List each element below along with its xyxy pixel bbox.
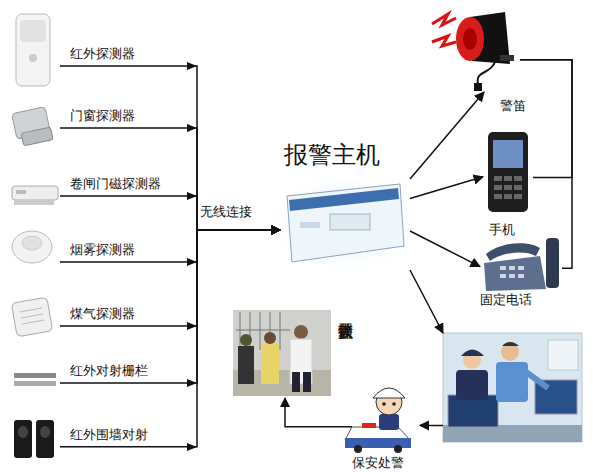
connector-arrow [60, 196, 280, 230]
detector-box: 煤气探测器 [10, 292, 60, 342]
detector-box: 卷闸门磁探测器 [10, 180, 60, 210]
connector-arrow [60, 230, 280, 262]
node-label: 固定电话 [480, 292, 532, 308]
connector-arrow [60, 230, 280, 447]
detector-box: 门窗探测器 [10, 103, 60, 151]
node-label: 门窗探测器 [70, 108, 135, 124]
node-label: 煤气探测器 [70, 306, 135, 322]
monitoring-center [443, 333, 582, 442]
police-box: 保安处警 [352, 380, 420, 452]
pir-sensor [16, 14, 50, 86]
node-label: 报警主机 [284, 140, 380, 170]
connector-arrow [60, 230, 280, 383]
connector-arrow [60, 66, 280, 230]
ir-beam-pair [14, 420, 54, 458]
alarm-host-device [263, 168, 427, 276]
connector-arrow [410, 231, 480, 267]
connector-arrow [420, 425, 443, 427]
connector-arrow [410, 270, 443, 333]
ir-fence [14, 373, 56, 386]
monitor-box [443, 333, 582, 442]
node-label: 烟雾探测器 [70, 242, 135, 258]
police-cartoon [345, 388, 411, 453]
smoke-detector [12, 231, 52, 263]
detector-box: 红外对射栅栏 [10, 368, 60, 390]
connection-label: 无线连接 [200, 204, 252, 220]
connector-arrow [520, 60, 572, 178]
connector-arrow [410, 92, 484, 179]
node-label: 红外围墙对射 [70, 427, 148, 443]
connector-arrow [285, 398, 352, 427]
node-label: 保安处警 [352, 455, 404, 471]
phone-box: 手机 [483, 130, 533, 215]
detector-box: 烟雾探测器 [10, 226, 60, 270]
arrest-photo [233, 310, 331, 396]
connector-arrow [410, 177, 483, 199]
detector-box: 红外探测器 [10, 12, 60, 92]
connector-arrow [60, 128, 280, 230]
node-label: 手机 [489, 222, 515, 238]
siren [432, 12, 514, 91]
rolling-door-sensor [12, 186, 58, 205]
host-box: 报警主机 [280, 140, 410, 270]
connector-arrow [520, 60, 572, 268]
landline-box: 固定电话 [480, 238, 562, 290]
node-label: 红外对射栅栏 [70, 363, 148, 379]
gas-detector [11, 297, 52, 337]
landline-phone [484, 238, 559, 291]
node-label: 红外探测器 [70, 46, 135, 62]
bus-arrowheads [187, 62, 197, 451]
detector-box: 红外围墙对射 [10, 416, 60, 460]
node-label: 警笛 [500, 98, 526, 114]
siren-box: 警笛 [430, 5, 520, 92]
node-label: 卷闸门磁探测器 [70, 176, 161, 192]
photo-box: 抓获开锁大盗 [233, 310, 333, 398]
connector-arrow [60, 230, 280, 326]
mobile-phone [488, 132, 528, 212]
door-sensor [12, 107, 53, 146]
